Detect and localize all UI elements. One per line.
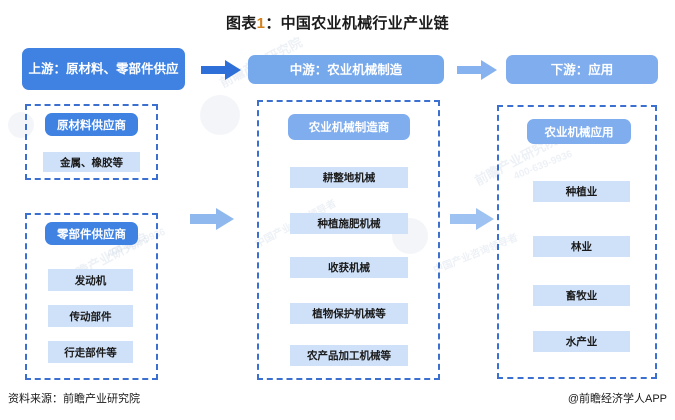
heading-raw-materials[interactable]: 原材料供应商	[45, 113, 138, 136]
group-manufacturing	[257, 100, 440, 380]
list-item[interactable]: 传动部件	[48, 305, 133, 327]
right-arrow-icon	[457, 60, 497, 80]
title-number: 1	[256, 15, 266, 32]
arrow-upstream-to-midstream	[201, 60, 241, 80]
title-text: 中国农业机械行业产业链	[280, 15, 449, 32]
list-item[interactable]: 畜牧业	[533, 285, 630, 306]
list-item[interactable]: 种植业	[533, 181, 630, 202]
arrow-components-to-manufacturing	[190, 208, 234, 230]
right-arrow-icon	[190, 208, 234, 230]
page-title: 图表1：中国农业机械行业产业链	[0, 12, 675, 33]
group-components	[25, 213, 158, 380]
header-midstream[interactable]: 中游：农业机械制造	[248, 55, 444, 84]
right-arrow-icon	[201, 60, 241, 80]
source-note: 资料来源：前瞻产业研究院	[8, 393, 140, 405]
watermark-circle	[200, 95, 240, 135]
heading-components[interactable]: 零部件供应商	[45, 222, 138, 245]
group-raw-materials	[25, 104, 158, 180]
list-item[interactable]: 耕整地机械	[290, 167, 408, 188]
arrow-midstream-to-downstream	[457, 60, 497, 80]
arrow-manufacturing-to-application	[450, 208, 494, 230]
title-separator: ：	[265, 15, 281, 32]
list-item[interactable]: 水产业	[533, 331, 630, 352]
list-item[interactable]: 植物保护机械等	[290, 303, 408, 324]
group-application	[497, 105, 657, 379]
header-upstream[interactable]: 上游：原材料、零部件供应	[22, 48, 185, 90]
list-item[interactable]: 林业	[533, 236, 630, 257]
brand-credit: @前瞻经济学人APP	[567, 393, 667, 405]
list-item[interactable]: 种植施肥机械	[290, 213, 408, 234]
title-prefix: 图表	[226, 15, 257, 32]
list-item[interactable]: 农产品加工机械等	[290, 345, 408, 366]
list-item[interactable]: 收获机械	[290, 257, 408, 278]
heading-manufacturing[interactable]: 农业机械制造商	[288, 114, 410, 140]
list-item[interactable]: 金属、橡胶等	[43, 152, 140, 172]
right-arrow-icon	[450, 208, 494, 230]
header-downstream[interactable]: 下游：应用	[506, 55, 658, 84]
heading-application[interactable]: 农业机械应用	[527, 119, 631, 144]
list-item[interactable]: 发动机	[48, 269, 133, 291]
list-item[interactable]: 行走部件等	[48, 341, 133, 363]
